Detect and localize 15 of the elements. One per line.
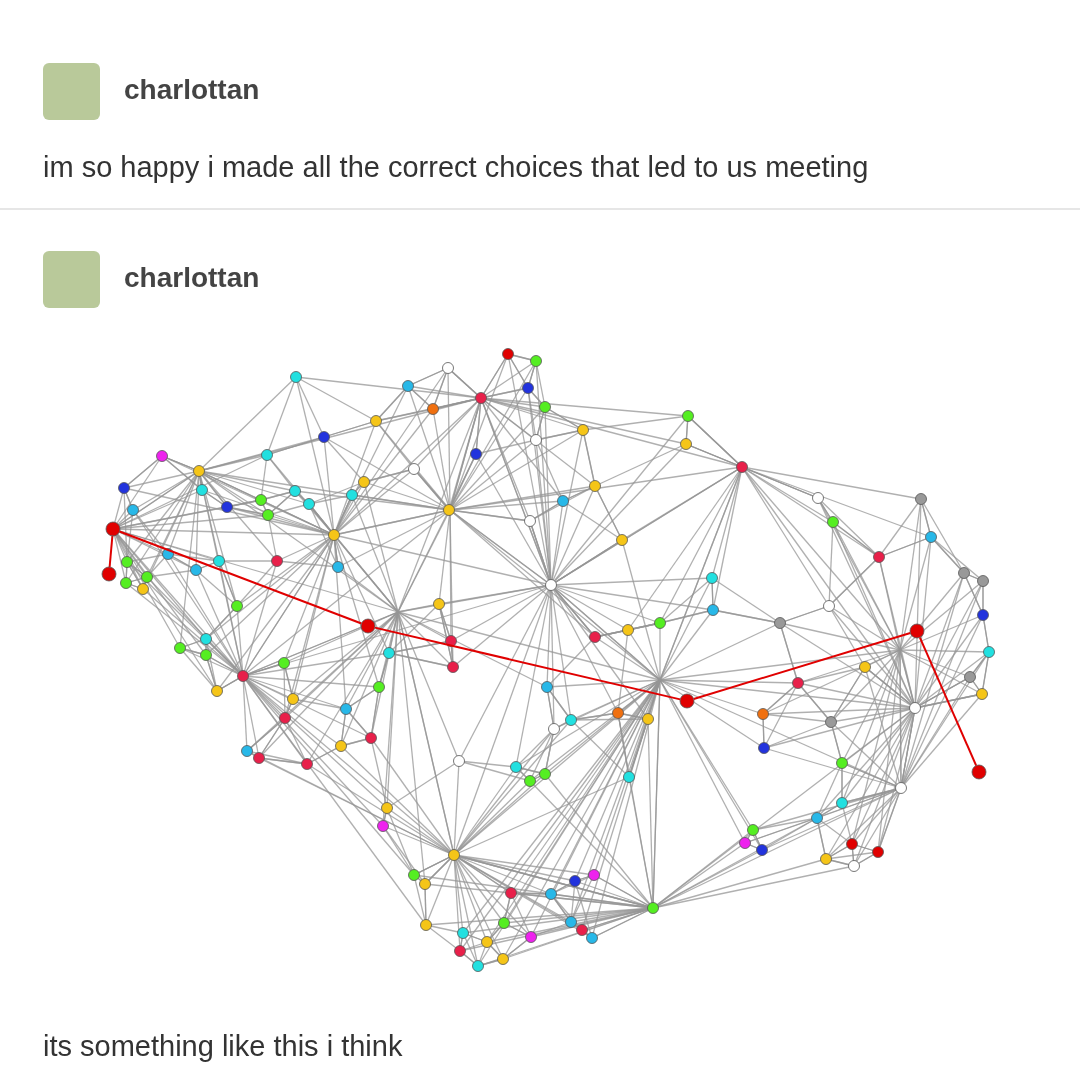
path-node	[105, 521, 121, 537]
path-line	[118, 530, 363, 625]
path-node	[909, 623, 925, 639]
post-text: im so happy i made all the correct choices that led to us meeting	[43, 151, 869, 184]
path-line	[692, 632, 912, 700]
path-line	[373, 626, 682, 701]
path-line	[918, 636, 978, 767]
username: charlottan	[124, 74, 260, 106]
path-node	[971, 764, 987, 780]
post-text: its something like this i think	[43, 1030, 403, 1063]
path-node	[679, 693, 695, 709]
path-node	[101, 566, 117, 582]
path-line	[108, 534, 114, 569]
path-node	[360, 618, 376, 634]
username: charlottan	[124, 262, 260, 294]
